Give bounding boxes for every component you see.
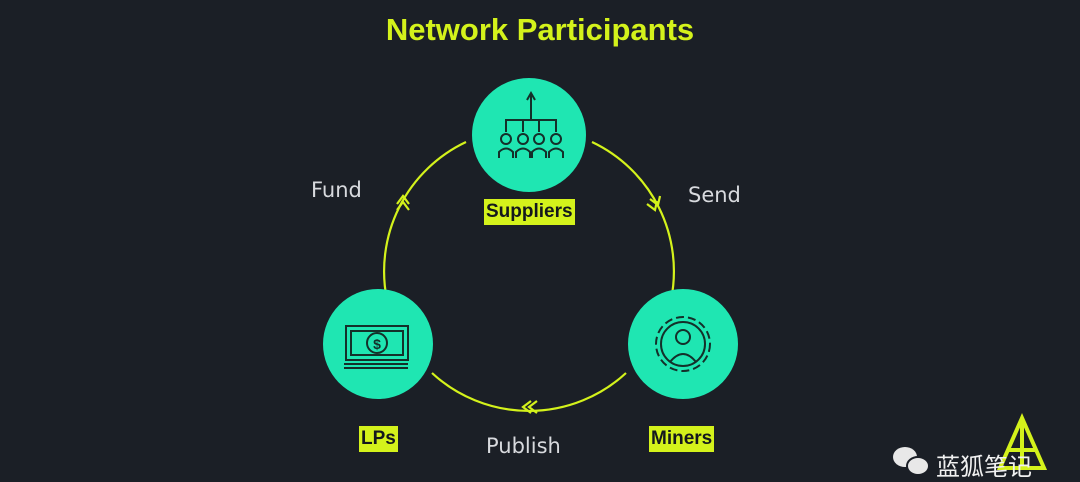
- suppliers-label: Suppliers: [484, 199, 575, 225]
- arrow-send-icon-2: [646, 200, 659, 212]
- node-lps: $: [323, 289, 433, 399]
- watermark-text: 蓝狐笔记: [936, 453, 1032, 481]
- node-suppliers: [472, 78, 586, 192]
- publish-label: Publish: [486, 434, 561, 458]
- arrow-send-icon: [649, 195, 662, 207]
- send-label: Send: [688, 183, 741, 207]
- svg-text:$: $: [373, 336, 381, 352]
- arrow-publish-icon: [521, 400, 532, 414]
- arrow-publish-icon-2: [527, 400, 538, 414]
- wechat-icon: [893, 447, 930, 476]
- edge-publish-arc: [431, 372, 627, 413]
- hierarchy-people-icon: [498, 90, 564, 158]
- arrow-fund-icon-2: [396, 200, 410, 211]
- lps-label: LPs: [359, 426, 398, 452]
- page-title: Network Participants: [385, 12, 695, 47]
- edge-fund-arc: [382, 141, 467, 301]
- archer-logo: [996, 413, 1048, 470]
- edge-send-arc: [591, 141, 676, 301]
- miners-label: Miners: [649, 426, 715, 452]
- node-miners: [628, 289, 738, 399]
- arrow-fund-icon: [396, 194, 410, 205]
- gear-person-icon: [655, 316, 711, 372]
- fund-label: Fund: [311, 178, 362, 202]
- money-bill-icon: [344, 325, 409, 369]
